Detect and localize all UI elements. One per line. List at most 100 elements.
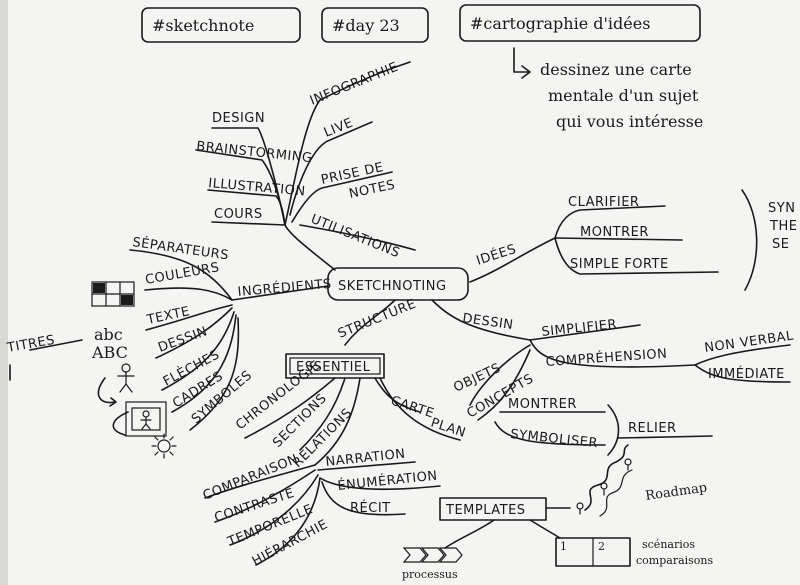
label-enumeration: ÉNUMÉRATION	[337, 468, 439, 494]
branch-ingredients: INGRÉDIENTS SÉPARATEURS COULEURS TEXTE D…	[5, 234, 332, 459]
link-cours	[211, 221, 286, 226]
label-brainstorming: BRAINSTORMING	[196, 139, 314, 166]
label-scenarios: scénarios	[642, 538, 695, 551]
brace-synthese	[741, 189, 758, 291]
page-edge	[0, 0, 8, 585]
label-essentiel: ESSENTIEL	[296, 360, 371, 375]
label-carte: CARTE	[389, 394, 436, 422]
tag-box-cartographie	[459, 4, 701, 42]
label-abc-upper: ABC	[91, 343, 128, 362]
label-templates: TEMPLATES	[445, 503, 526, 518]
link-scenarios	[529, 519, 561, 539]
link-montrer	[554, 237, 683, 241]
label-titres: TITRES	[5, 333, 56, 356]
link-illustration	[207, 189, 286, 226]
link-plan	[379, 377, 461, 441]
label-the: THE	[769, 219, 797, 234]
link-hierarchie	[255, 477, 321, 566]
color-swatches-icon	[91, 281, 135, 307]
link-concepts	[477, 349, 531, 421]
label-clarifier: CLARIFIER	[568, 195, 639, 210]
label-non-verbal: NON VERBAL	[703, 329, 794, 356]
label-recit: RÉCIT	[350, 500, 391, 516]
link-non-verbal	[694, 344, 791, 366]
link-separateurs	[129, 249, 233, 301]
branch-utilisations: UTILISATIONS DESIGN BRAINSTORMING ILLUST…	[195, 60, 416, 271]
link-center-idees	[469, 237, 556, 283]
link-simplifier	[529, 324, 641, 341]
link-symboliser	[494, 421, 606, 446]
label-comparaisons: comparaisons	[636, 554, 714, 567]
stick-figure-icon	[117, 363, 135, 393]
branch-dessin: DESSIN SIMPLIFIER COMPRÉHENSION NON VERB…	[431, 299, 795, 456]
curve-icon	[112, 411, 129, 436]
label-structure: STRUCTURE	[336, 297, 419, 342]
label-se: SE	[772, 237, 789, 252]
tag-cartographie: #cartographie d'idées	[470, 14, 650, 33]
label-dessin-ingr: DESSIN	[156, 324, 209, 356]
link-contraste	[214, 469, 316, 523]
link-dessin-ingr	[155, 307, 233, 359]
label-infographie: INFOGRAPHIE	[308, 60, 401, 109]
link-sections	[299, 377, 346, 451]
underline-utilisations	[299, 224, 416, 251]
prompt-line-3: qui vous intéresse	[556, 112, 703, 131]
link-processus	[444, 519, 495, 549]
label-separateurs: SÉPARATEURS	[131, 234, 229, 263]
link-comprehension	[529, 339, 696, 368]
arrow-head-icon	[109, 397, 117, 407]
prompt-line-1: dessinez une carte	[540, 60, 692, 79]
label-col-2: 2	[598, 540, 605, 553]
link-relier	[617, 435, 713, 439]
tag-box-sketchnote	[141, 7, 301, 43]
link-comparaison	[204, 464, 316, 499]
link-titres	[29, 339, 83, 351]
label-simplifier: SIMPLIFIER	[541, 317, 618, 340]
label-montrer-dessin: MONTRER	[508, 397, 577, 412]
branch-structure: STRUCTURE ESSENTIEL CHRONOLOGIE SECTIONS…	[201, 297, 714, 581]
link-prise-de-notes	[291, 171, 393, 223]
tag-day: #day 23	[332, 16, 400, 35]
label-idees: IDÉES	[474, 241, 518, 269]
label-montrer-idees: MONTRER	[580, 225, 649, 240]
brace-relier	[607, 404, 620, 456]
link-symboles	[189, 317, 240, 431]
link-infographie	[284, 61, 411, 226]
label-simple-forte: SIMPLE FORTE	[570, 257, 669, 272]
sun-icon	[151, 433, 177, 459]
branch-idees: IDÉES CLARIFIER MONTRER SIMPLE FORTE SYN…	[469, 189, 797, 291]
link-immediate	[694, 364, 791, 383]
label-symboliser: SYMBOLISER	[510, 427, 599, 451]
header: #sketchnote #day 23 #cartographie d'idée…	[141, 4, 703, 131]
label-utilisations: UTILISATIONS	[309, 212, 402, 261]
roadmap-icon	[576, 444, 633, 517]
link-recit	[321, 481, 406, 516]
link-narration	[317, 461, 416, 471]
link-center-utilisations	[284, 224, 336, 271]
tag-box-day	[321, 7, 429, 43]
link-chronologie	[244, 377, 336, 439]
label-dessin: DESSIN	[461, 311, 514, 333]
tag-sketchnote: #sketchnote	[152, 16, 254, 35]
link-cadres	[171, 314, 237, 413]
label-roadmap: Roadmap	[644, 480, 708, 503]
prompt-arrow-icon	[513, 47, 531, 79]
link-enumeration	[319, 477, 441, 491]
link-clarifier	[554, 205, 666, 239]
prompt-line-2: mentale d'un sujet	[548, 86, 699, 105]
label-design: DESIGN	[212, 111, 265, 126]
label-abc-lower: abc	[94, 325, 123, 344]
link-center-ingredients	[231, 285, 329, 301]
link-texte	[145, 304, 233, 331]
label-relier: RELIER	[628, 421, 677, 436]
label-immediate: IMMÉDIATE	[708, 366, 785, 382]
link-center-structure	[344, 299, 396, 346]
label-processus: processus	[402, 568, 458, 581]
label-cours: COURS	[214, 207, 263, 222]
link-live	[289, 121, 373, 216]
label-couleurs: COULEURS	[144, 260, 221, 288]
framed-person-icon	[125, 401, 167, 437]
center-node-label: SKETCHNOTING	[338, 279, 447, 294]
center-node-box	[327, 267, 469, 301]
